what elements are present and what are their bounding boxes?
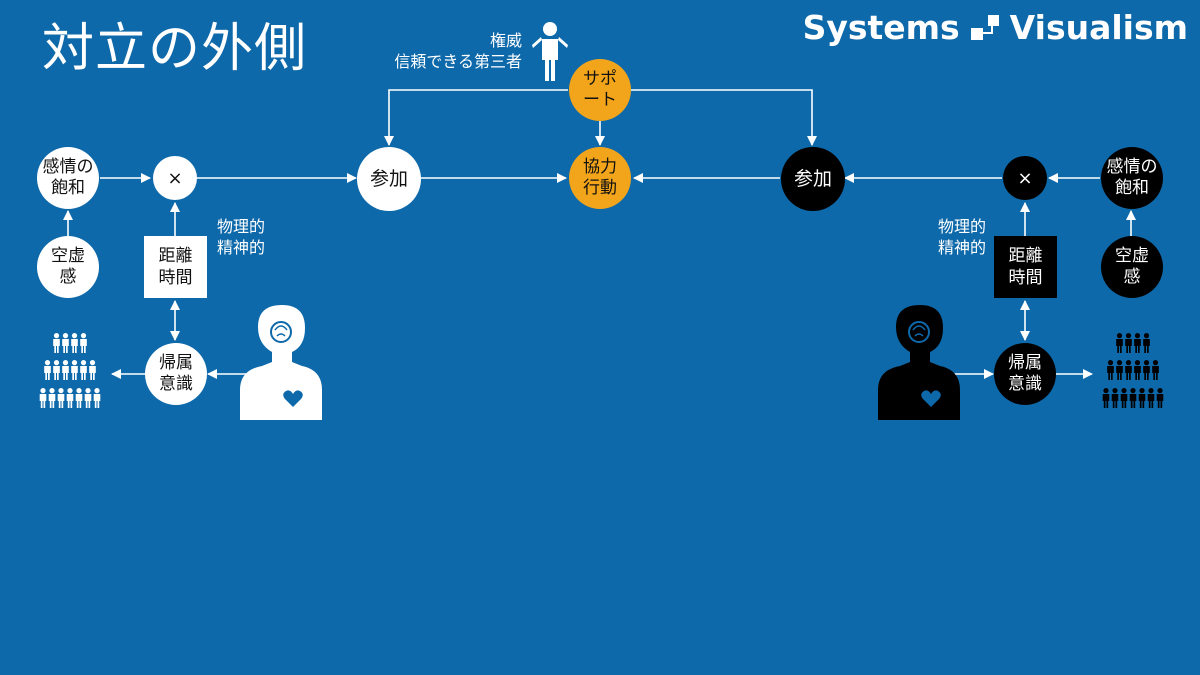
right-saturation-line2: 飽和 xyxy=(1115,178,1149,198)
left-distance-type-line1: 物理的 xyxy=(217,217,266,236)
right-distance-line1: 距離 xyxy=(1008,246,1043,266)
cooperative-action-line1: 協力 xyxy=(583,157,617,177)
right-distance-type-line2: 精神的 xyxy=(937,238,986,257)
left-participation-node: 参加 xyxy=(357,147,421,211)
group-of-people-icon xyxy=(1102,333,1164,408)
cooperative-action-node: 協力行動 xyxy=(569,147,631,209)
right-emptiness-line1: 空虚 xyxy=(1115,246,1149,266)
left-multiply-symbol: × xyxy=(167,167,183,189)
brand-name-part1: Systems xyxy=(802,8,960,47)
left-saturation-line2: 飽和 xyxy=(51,178,85,198)
right-belonging-line1: 帰属 xyxy=(1008,353,1042,373)
left-saturation-line1: 感情の xyxy=(42,157,94,177)
left-emptiness-node: 空虚感 xyxy=(37,236,99,298)
left-emptiness-line1: 空虚 xyxy=(51,246,85,266)
right-participation-node: 参加 xyxy=(781,147,845,211)
person-brain-heart-icon xyxy=(878,305,960,420)
right-emptiness-line2: 感 xyxy=(1123,267,1141,287)
authority-label-line1: 権威 xyxy=(489,31,522,50)
person-brain-heart-icon xyxy=(240,305,322,420)
brand: Systems Visualism xyxy=(803,8,1188,47)
left-belonging-node: 帰属意識 xyxy=(145,343,207,405)
right-multiply-symbol: × xyxy=(1017,167,1033,189)
left-emptiness-line2: 感 xyxy=(59,267,77,287)
left-belonging-line2: 意識 xyxy=(159,374,193,394)
arrow-support-to-participation-right xyxy=(631,89,817,146)
right-belonging-node: 帰属意識 xyxy=(994,343,1056,405)
right-participation-label: 参加 xyxy=(793,167,832,190)
left-belonging-line1: 帰属 xyxy=(159,353,193,373)
person-shrug-icon xyxy=(532,22,568,81)
left-distance-type-label: 物理的 精神的 xyxy=(217,216,265,258)
left-distance-time-box: 距離時間 xyxy=(144,236,207,298)
right-emotional-saturation-node: 感情の飽和 xyxy=(1101,147,1163,209)
right-multiply-node: × xyxy=(1003,156,1047,200)
right-emptiness-node: 空虚感 xyxy=(1101,236,1163,298)
right-distance-type-line1: 物理的 xyxy=(937,217,986,236)
systems-visualism-logo-icon xyxy=(970,14,999,40)
group-of-people-icon xyxy=(39,333,101,408)
left-distance-line2: 時間 xyxy=(158,268,193,288)
left-emotional-saturation-node: 感情の飽和 xyxy=(37,147,99,209)
authority-label: 権威 信頼できる第三者 xyxy=(394,30,522,72)
right-distance-type-label: 物理的 精神的 xyxy=(938,216,986,258)
left-distance-type-line2: 精神的 xyxy=(217,238,266,257)
page-title: 対立の外側 xyxy=(42,19,308,79)
left-distance-line1: 距離 xyxy=(158,246,193,266)
right-distance-time-box: 距離時間 xyxy=(994,236,1057,298)
arrow-support-to-participation-left xyxy=(384,89,568,146)
left-participation-label: 参加 xyxy=(369,167,408,190)
right-saturation-line1: 感情の xyxy=(1106,157,1158,177)
cooperative-action-line2: 行動 xyxy=(583,178,617,198)
brand-name-part2: Visualism xyxy=(1009,8,1188,47)
support-node-line1: サポ xyxy=(583,69,617,89)
right-distance-line2: 時間 xyxy=(1008,268,1043,288)
support-node-line2: ート xyxy=(583,90,617,110)
left-multiply-node: × xyxy=(153,156,197,200)
authority-label-line2: 信頼できる第三者 xyxy=(394,52,522,71)
support-node: サポート xyxy=(569,59,631,121)
right-belonging-line2: 意識 xyxy=(1008,374,1042,394)
